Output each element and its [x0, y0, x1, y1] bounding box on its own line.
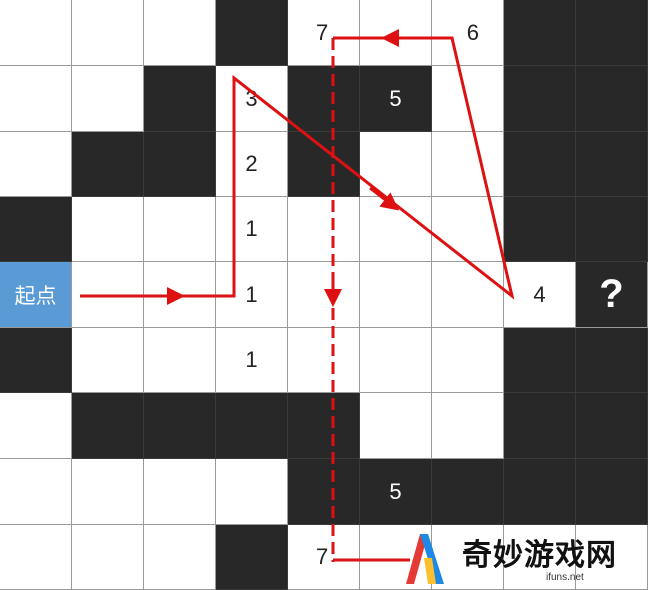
black-cell — [576, 393, 648, 459]
black-cell — [216, 393, 288, 459]
black-cell — [288, 393, 360, 459]
number-cell: 5 — [360, 66, 432, 132]
white-cell — [0, 66, 72, 132]
black-cell — [576, 459, 648, 525]
white-cell — [72, 525, 144, 590]
path-segment-start-to-three — [80, 36, 515, 300]
black-cell — [576, 132, 648, 197]
black-cell — [144, 66, 216, 132]
number-cell: 2 — [216, 132, 288, 197]
white-cell — [432, 66, 504, 132]
black-cell — [576, 197, 648, 262]
white-cell — [72, 328, 144, 393]
white-cell — [576, 525, 648, 590]
black-cell — [576, 328, 648, 393]
number-cell: 3 — [216, 66, 288, 132]
number-cell: 7 — [288, 0, 360, 66]
number-cell: 4 — [504, 262, 576, 328]
white-cell — [0, 459, 72, 525]
number-cell: 1 — [216, 328, 288, 393]
white-cell — [72, 197, 144, 262]
black-cell — [72, 132, 144, 197]
white-cell — [288, 197, 360, 262]
white-cell — [0, 525, 72, 590]
watermark-url: ifuns.net — [546, 572, 584, 583]
number-cell: 6 — [432, 0, 504, 66]
white-cell — [216, 459, 288, 525]
black-cell — [72, 393, 144, 459]
black-cell — [504, 393, 576, 459]
black-cell — [288, 66, 360, 132]
white-cell — [432, 393, 504, 459]
white-cell — [144, 328, 216, 393]
site-watermark: 奇妙游戏网 ifuns.net — [396, 520, 648, 590]
white-cell — [504, 525, 576, 590]
white-cell — [0, 393, 72, 459]
white-cell — [288, 328, 360, 393]
white-cell — [432, 328, 504, 393]
white-cell — [0, 132, 72, 197]
black-cell — [576, 0, 648, 66]
start-cell: 起点 — [0, 262, 72, 328]
white-cell — [360, 328, 432, 393]
black-cell — [504, 0, 576, 66]
white-cell — [432, 132, 504, 197]
black-cell — [504, 132, 576, 197]
white-cell — [360, 262, 432, 328]
question-cell: ? — [576, 262, 648, 328]
white-cell — [0, 0, 72, 66]
black-cell — [432, 459, 504, 525]
number-cell: 1 — [216, 197, 288, 262]
white-cell — [72, 459, 144, 525]
black-cell — [0, 197, 72, 262]
number-cell: 5 — [360, 459, 432, 525]
black-cell — [504, 66, 576, 132]
watermark-logo-icon — [406, 534, 444, 584]
white-cell — [432, 262, 504, 328]
black-cell — [576, 66, 648, 132]
black-cell — [504, 328, 576, 393]
white-cell — [432, 525, 504, 590]
watermark-name: 奇妙游戏网 — [462, 538, 617, 573]
white-cell — [72, 66, 144, 132]
white-cell — [72, 0, 144, 66]
black-cell — [144, 393, 216, 459]
black-cell — [288, 459, 360, 525]
white-cell — [360, 393, 432, 459]
white-cell — [144, 197, 216, 262]
black-cell — [288, 132, 360, 197]
white-cell — [144, 459, 216, 525]
black-cell — [216, 0, 288, 66]
black-cell — [504, 459, 576, 525]
black-cell — [0, 328, 72, 393]
white-cell — [144, 0, 216, 66]
black-cell — [144, 132, 216, 197]
path-arrow-diagonal — [369, 186, 400, 211]
black-cell — [504, 197, 576, 262]
